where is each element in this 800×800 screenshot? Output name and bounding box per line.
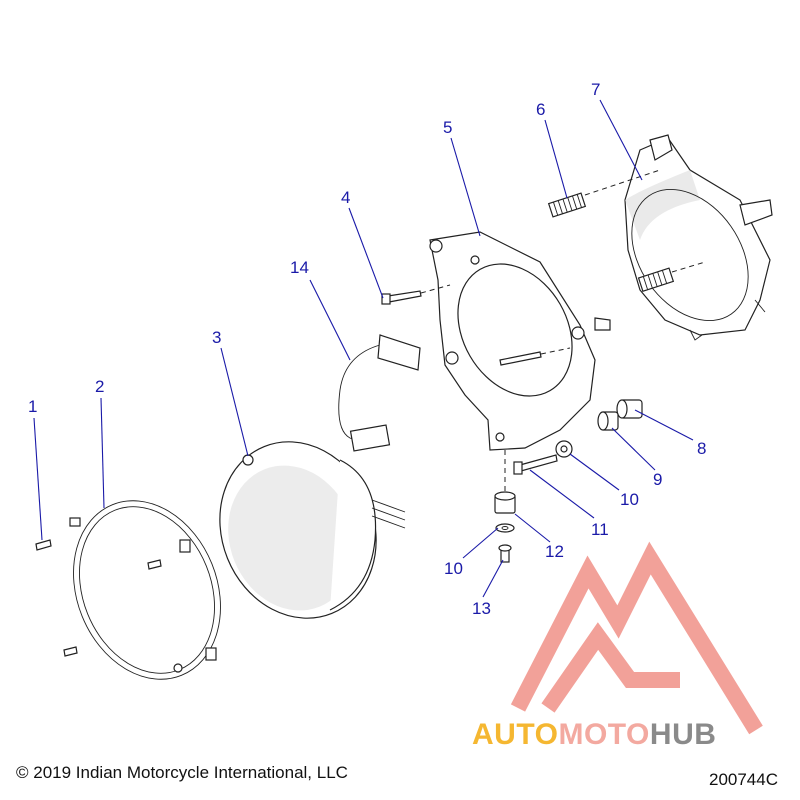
callout-labels: 1 2 3 4 5 6 7 8 9 10 10 11 12 13 14 (28, 80, 706, 618)
headlight-bucket (624, 134, 773, 341)
watermark-word-moto: MOTO (558, 718, 650, 751)
callout-10-upper: 10 (620, 490, 639, 509)
springs (547, 169, 706, 293)
callout-8: 8 (697, 439, 706, 458)
copyright-notice: © 2019 Indian Motorcycle International, … (16, 763, 348, 782)
drawing-number: 200744C (708, 770, 778, 789)
callout-10-lower: 10 (444, 559, 463, 578)
callout-12: 12 (545, 542, 564, 561)
lower-hardware (494, 440, 573, 563)
watermark-word-hub: HUB (649, 718, 717, 751)
mounting-bracket (429, 231, 611, 451)
automotohub-logo (510, 541, 763, 735)
callout-11: 11 (591, 520, 609, 539)
callout-6: 6 (536, 100, 545, 119)
callout-14: 14 (290, 258, 309, 277)
wire-harness (338, 334, 421, 452)
callout-4: 4 (341, 188, 350, 207)
trim-ring (69, 500, 221, 680)
headlamp (219, 441, 406, 619)
screw (499, 347, 571, 366)
callout-5: 5 (443, 118, 452, 137)
callout-7: 7 (591, 80, 600, 99)
watermark-word-auto: AUTO (472, 718, 559, 751)
callout-9: 9 (653, 470, 662, 489)
small-screws (35, 539, 162, 657)
cap-and-grommet (597, 399, 643, 431)
callout-1: 1 (28, 397, 37, 416)
callout-2: 2 (95, 377, 104, 396)
leader-lines (33, 99, 694, 598)
bolt (381, 284, 451, 305)
callout-13: 13 (472, 599, 491, 618)
callout-3: 3 (212, 328, 221, 347)
watermark-text: AUTOMOTOHUB (472, 718, 716, 752)
